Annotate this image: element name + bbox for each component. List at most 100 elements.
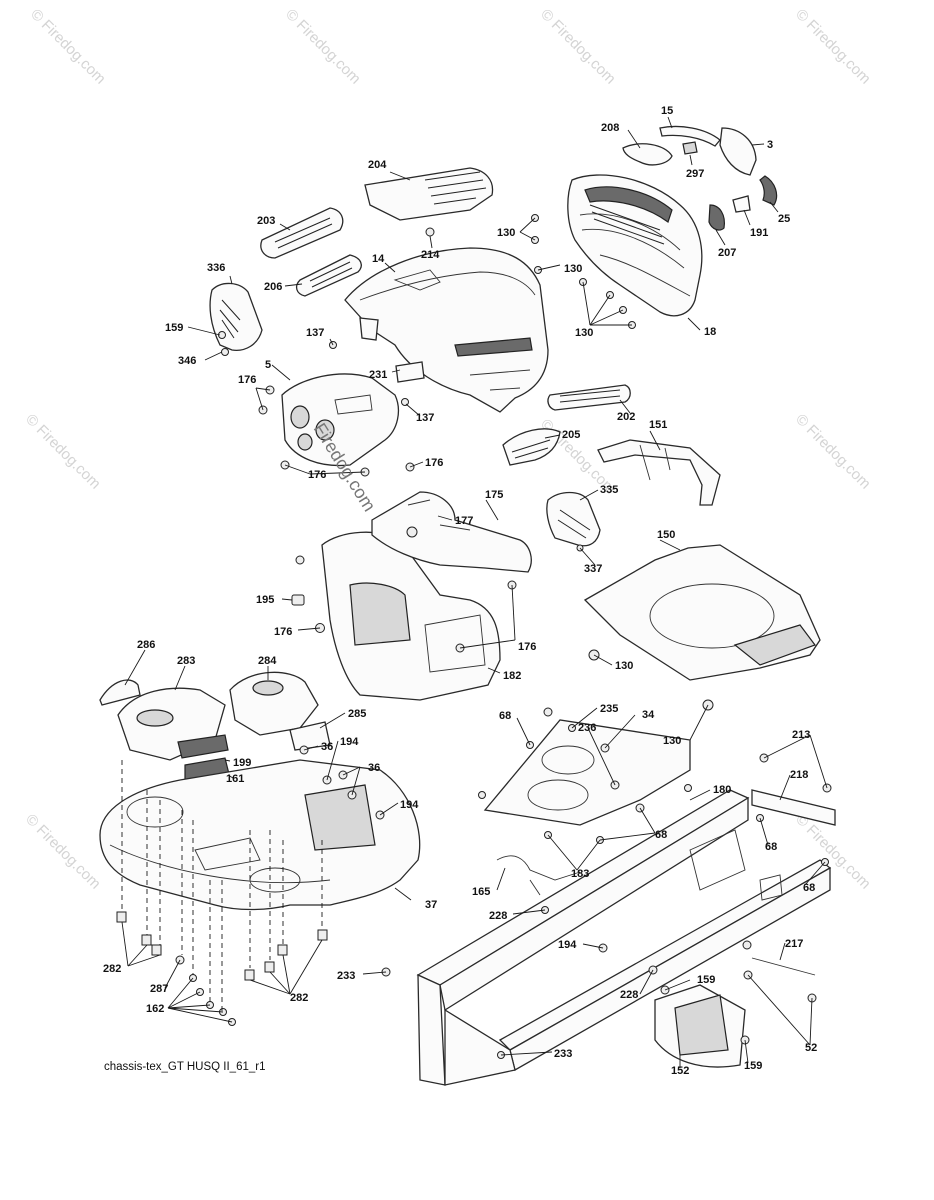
callout-label: 336 [207,262,225,274]
callout-label: 206 [264,281,282,293]
alignment-lines [121,760,323,1012]
callout-label: 208 [601,122,619,134]
callout-label: 176 [238,374,256,386]
watermark: © Firedog.com [22,811,104,893]
callout-label: 176 [518,641,536,653]
callout-label: 335 [600,484,618,496]
callout-label: 165 [472,886,490,898]
callout-label: 183 [571,868,589,880]
callout-label: 284 [258,655,277,667]
floor-pan-part [583,544,821,681]
callout-label: 282 [290,992,308,1004]
watermark: © Firedog.com [27,6,109,88]
watermark: © Firedog.com [22,411,104,493]
callout-label: 36 [368,762,380,774]
callout-label: 137 [306,327,324,339]
front-grille-part [567,174,703,317]
callout-label: 236 [578,722,596,734]
callout-label: 202 [617,411,635,423]
callout-label: 175 [485,489,503,501]
callout-label: 18 [704,326,716,338]
callout-label: 159 [165,322,183,334]
callout-label: 228 [489,910,507,922]
rods-and-links [496,855,816,976]
callout-label: 286 [137,639,155,651]
callout-label: 177 [455,515,473,527]
callout-label: 218 [790,769,808,781]
grille-insert-part [622,125,778,231]
callout-label: 287 [150,983,168,995]
callout-label: 180 [713,784,731,796]
hardware-fasteners [116,214,832,1059]
watermark: © Firedog.com [282,6,364,88]
callout-label: 203 [257,215,275,227]
main-fender-part [99,759,421,911]
callout-label: 191 [750,227,768,239]
side-panel-right-part [546,491,601,547]
callout-label: 162 [146,1003,164,1015]
callout-label: 194 [340,736,359,748]
callout-label: 176 [274,626,292,638]
watermark: © Firedog.com [792,6,874,88]
callout-label: 34 [642,709,655,721]
callout-labels: 15 208 3 297 25 191 207 204 203 214 130 … [103,105,817,1077]
callout-label: 182 [503,670,521,682]
callout-label: 297 [686,168,704,180]
callout-label: 15 [661,105,673,117]
callout-label: 176 [425,457,443,469]
dash-panel-part [321,531,501,701]
callout-label: 207 [718,247,736,259]
callout-label: 194 [558,939,577,951]
callout-label: 68 [803,882,815,894]
diagram-caption: chassis-tex_GT HUSQ II_61_r1 [104,1061,266,1073]
hood-top-panels [260,167,494,297]
steering-support-part [371,491,532,573]
callout-label: 150 [657,529,675,541]
callout-label: 235 [600,703,618,715]
callout-label: 228 [620,989,638,1001]
callout-label: 36 [321,741,333,753]
callout-label: 52 [805,1042,817,1054]
callout-label: 195 [256,594,274,606]
callout-label: 3 [767,139,773,151]
callout-label: 37 [425,899,437,911]
hood-body-part [344,247,549,413]
chassis-frame-part [416,789,832,1086]
callout-label: 152 [671,1065,689,1077]
callout-label: 233 [337,970,355,982]
callout-label: 194 [400,799,419,811]
callout-label: 337 [584,563,602,575]
callout-label: 217 [785,938,803,950]
callout-label: 151 [649,419,667,431]
callout-label: 14 [372,253,385,265]
watermark: © Firedog.com [537,6,619,88]
callout-label: 130 [663,735,681,747]
callout-label: 176 [308,469,326,481]
callout-label: 159 [697,974,715,986]
callout-label: 68 [765,841,777,853]
callout-label: 130 [615,660,633,672]
callout-label: 283 [177,655,195,667]
side-panel-part [209,282,263,351]
leader-lines [121,116,828,1068]
bracket-part [597,439,721,506]
callout-label: 204 [368,159,387,171]
callout-label: 159 [744,1060,762,1072]
callout-label: 199 [233,757,251,769]
callout-label: 285 [348,708,366,720]
dash-console-part [281,373,399,467]
callout-label: 25 [778,213,790,225]
callout-label: 137 [416,412,434,424]
callout-label: 205 [562,429,580,441]
callout-label: 5 [265,359,271,371]
callout-label: 282 [103,963,121,975]
callout-label: 68 [499,710,511,722]
callout-label: 233 [554,1048,572,1060]
callout-label: 130 [575,327,593,339]
callout-label: 346 [178,355,196,367]
callout-label: 161 [226,773,244,785]
rear-bracket-part [654,789,836,1068]
callout-label: 231 [369,369,387,381]
callout-label: 213 [792,729,810,741]
